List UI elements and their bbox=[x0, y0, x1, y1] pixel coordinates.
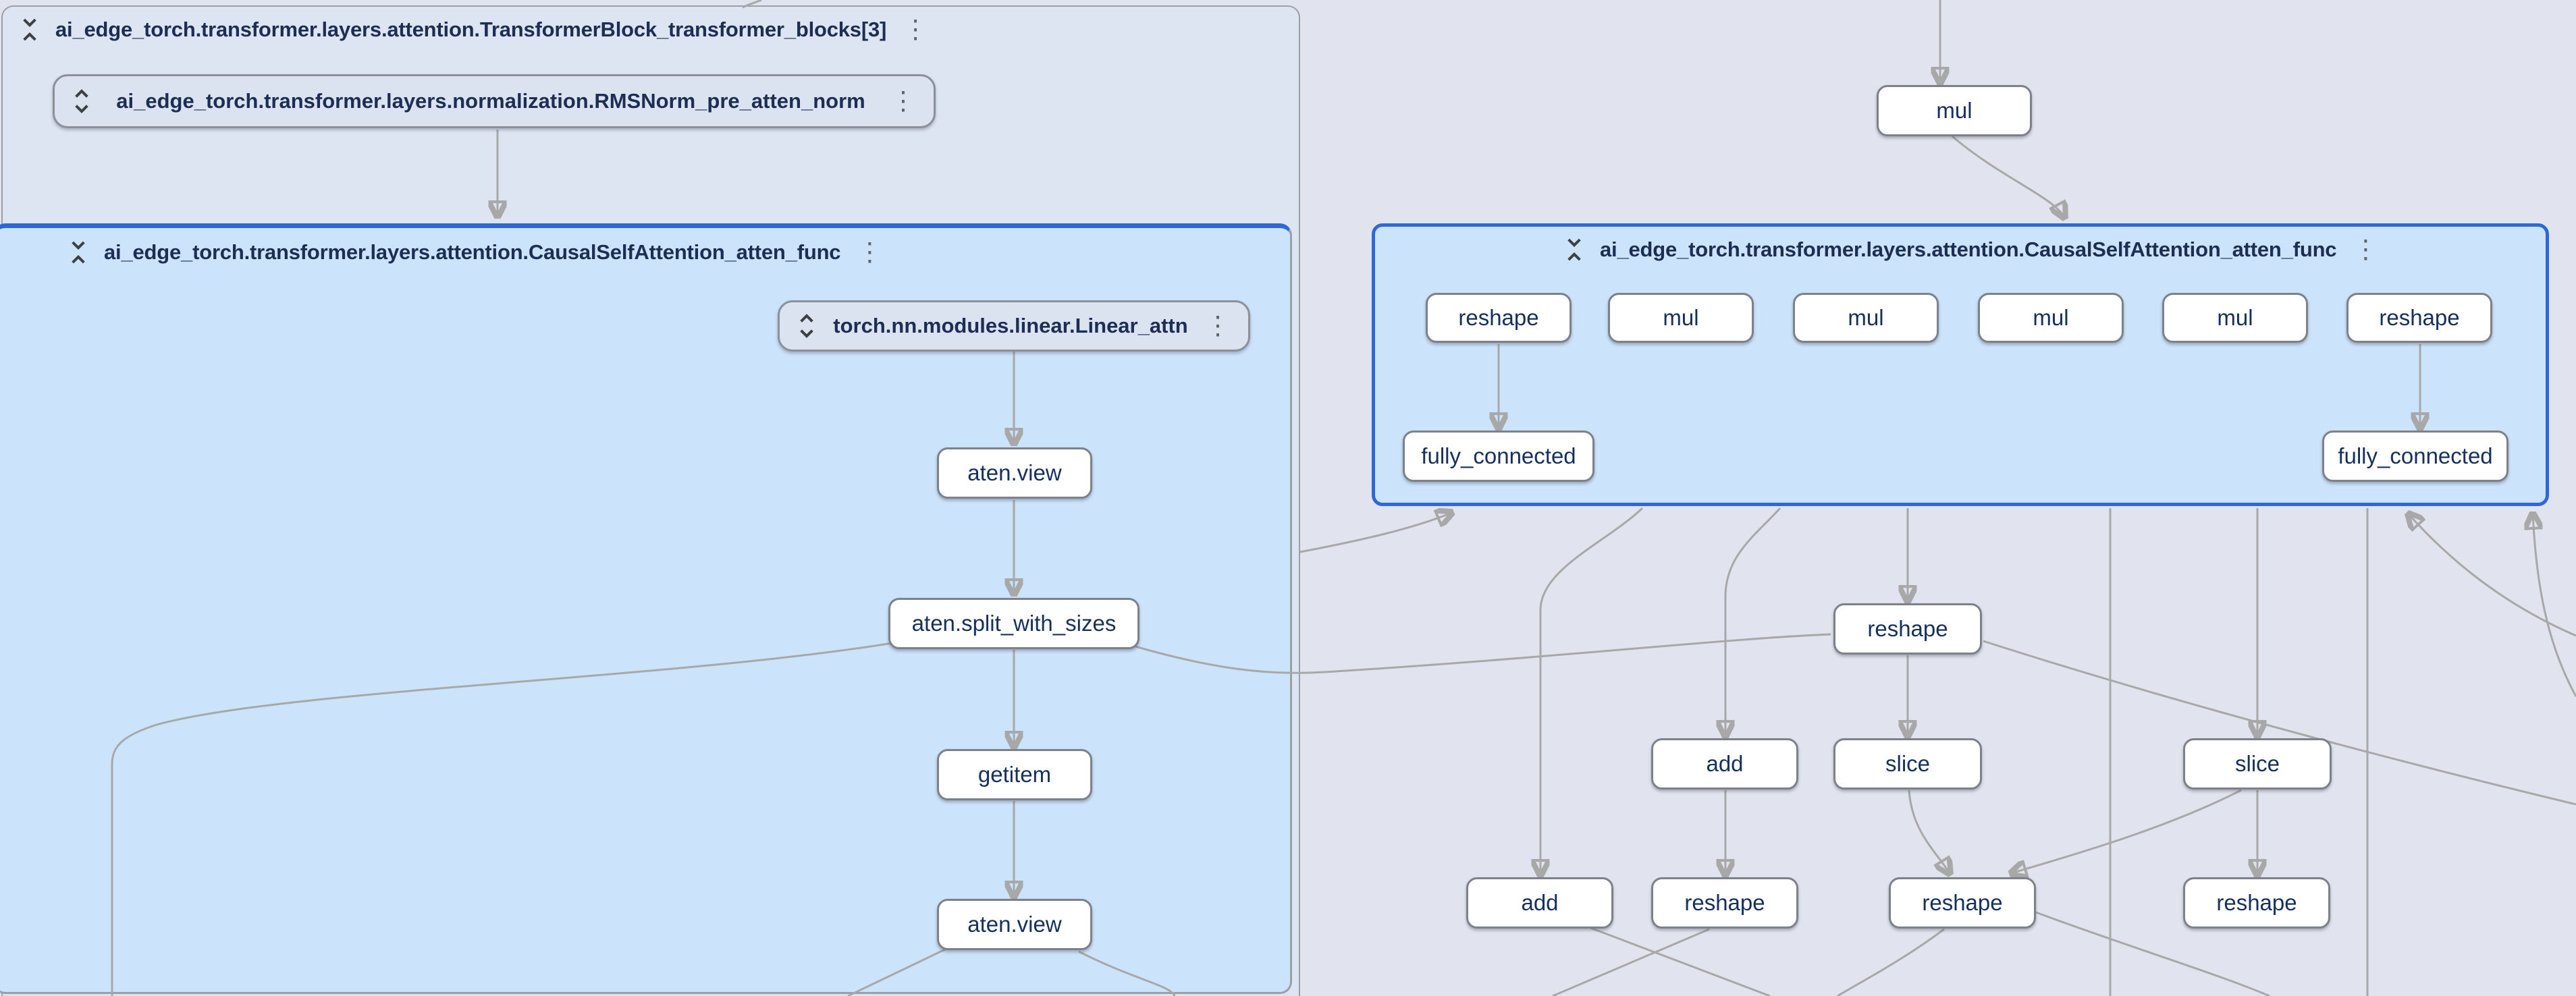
group-node-label: ai_edge_torch.transformer.layers.normali… bbox=[116, 89, 865, 113]
op-node-mul-2[interactable]: mul bbox=[1793, 293, 1939, 343]
op-node-aten-view-2[interactable]: aten.view bbox=[937, 899, 1092, 950]
group-node-linear-attn[interactable]: torch.nn.modules.linear.Linear_attn ⋮ bbox=[778, 300, 1250, 352]
op-node-aten-split-with-sizes[interactable]: aten.split_with_sizes bbox=[888, 598, 1139, 649]
op-node-reshape-bottom-1[interactable]: reshape bbox=[1651, 877, 1798, 929]
transformer-block-title: ai_edge_torch.transformer.layers.attenti… bbox=[55, 18, 887, 41]
expand-icon[interactable] bbox=[793, 311, 820, 341]
collapse-icon[interactable] bbox=[65, 238, 92, 267]
op-node-reshape-bottom-3[interactable]: reshape bbox=[2183, 877, 2330, 929]
op-node-mul-4[interactable]: mul bbox=[2162, 293, 2308, 343]
op-node-mul-1[interactable]: mul bbox=[1608, 293, 1754, 343]
op-node-reshape-row-left[interactable]: reshape bbox=[1426, 293, 1572, 343]
right-attention-title: ai_edge_torch.transformer.layers.attenti… bbox=[1600, 238, 2337, 261]
kebab-menu-icon[interactable]: ⋮ bbox=[890, 87, 916, 115]
group-node-label: torch.nn.modules.linear.Linear_attn bbox=[833, 314, 1188, 337]
op-node-mul-3[interactable]: mul bbox=[1978, 293, 2124, 343]
group-node-rmsnorm[interactable]: ai_edge_torch.transformer.layers.normali… bbox=[53, 74, 936, 128]
op-node-reshape-row-right[interactable]: reshape bbox=[2346, 293, 2492, 343]
expand-icon[interactable] bbox=[68, 86, 95, 116]
kebab-menu-icon[interactable]: ⋮ bbox=[903, 16, 929, 44]
left-attention-header[interactable]: ai_edge_torch.transformer.layers.attenti… bbox=[65, 238, 886, 267]
collapse-icon[interactable] bbox=[1561, 235, 1588, 265]
right-attention-header[interactable]: ai_edge_torch.transformer.layers.attenti… bbox=[1561, 235, 2382, 265]
op-node-aten-view-1[interactable]: aten.view bbox=[937, 447, 1092, 499]
kebab-menu-icon[interactable]: ⋮ bbox=[1205, 312, 1231, 340]
op-node-reshape-bottom-2[interactable]: reshape bbox=[1889, 877, 2036, 929]
collapse-icon[interactable] bbox=[16, 15, 43, 45]
op-node-fully-connected-right[interactable]: fully_connected bbox=[2322, 431, 2508, 482]
op-node-fully-connected-left[interactable]: fully_connected bbox=[1403, 431, 1594, 482]
op-node-add-bottom[interactable]: add bbox=[1466, 877, 1613, 929]
op-node-slice-right[interactable]: slice bbox=[2183, 738, 2332, 790]
transformer-block-header[interactable]: ai_edge_torch.transformer.layers.attenti… bbox=[16, 15, 932, 45]
left-attention-title: ai_edge_torch.transformer.layers.attenti… bbox=[104, 240, 841, 264]
op-node-getitem[interactable]: getitem bbox=[937, 749, 1092, 800]
op-node-add-mid[interactable]: add bbox=[1651, 738, 1798, 790]
kebab-menu-icon[interactable]: ⋮ bbox=[857, 238, 883, 267]
kebab-menu-icon[interactable]: ⋮ bbox=[2353, 236, 2379, 264]
op-node-slice-left[interactable]: slice bbox=[1833, 738, 1982, 790]
op-node-mul-top[interactable]: mul bbox=[1877, 85, 2032, 136]
op-node-reshape-mid[interactable]: reshape bbox=[1833, 603, 1982, 655]
